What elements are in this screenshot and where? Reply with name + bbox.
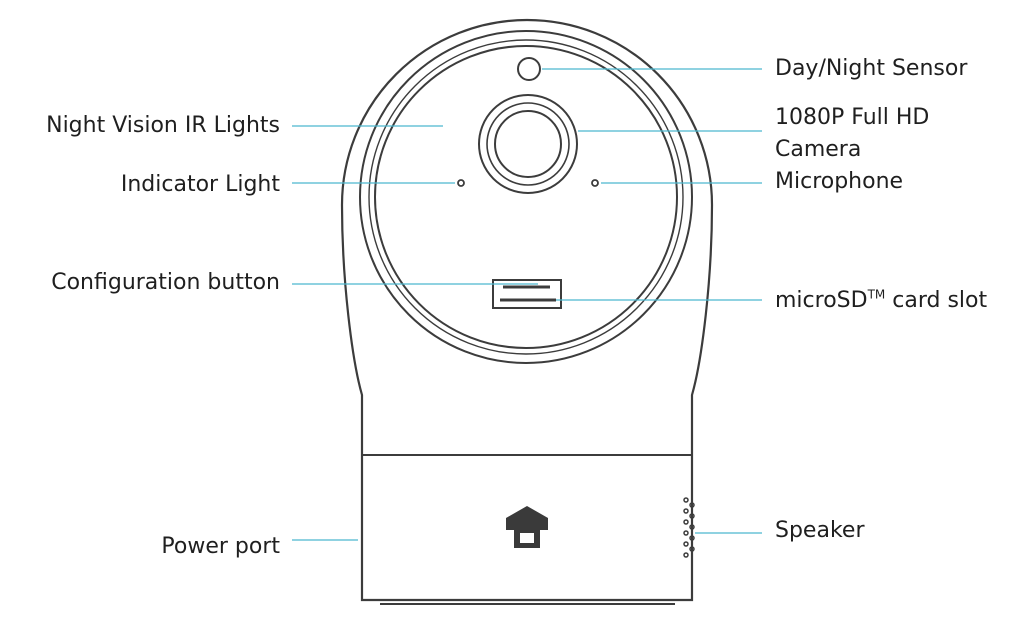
leader-lines — [292, 68, 762, 541]
day-night-sensor — [517, 57, 541, 81]
house-shield-logo-icon — [506, 506, 548, 548]
label-microsd-slot: microSDTM card slot — [775, 288, 987, 314]
label-microsd-prefix: microSD — [775, 288, 868, 313]
label-power-port: Power port — [161, 534, 280, 559]
label-configuration-button: Configuration button — [51, 270, 280, 295]
label-microphone: Microphone — [775, 169, 904, 194]
label-microsd-suffix: card slot — [885, 288, 988, 313]
label-night-vision: Night Vision IR Lights — [46, 113, 280, 138]
trademark-mark: TM — [867, 287, 886, 302]
indicator-light — [457, 179, 465, 187]
label-day-night-sensor: Day/Night Sensor — [775, 56, 968, 81]
config-button-and-slot — [492, 279, 562, 309]
label-camera-line2: Camera — [775, 137, 862, 162]
label-camera-line1: 1080P Full HD — [775, 105, 930, 130]
speaker-grille — [683, 497, 695, 558]
microphone-hole — [591, 179, 599, 187]
camera-lens — [478, 94, 578, 194]
label-speaker: Speaker — [775, 518, 865, 543]
camera-body — [340, 18, 714, 605]
label-indicator-light: Indicator Light — [120, 172, 280, 197]
camera-face — [359, 30, 693, 364]
